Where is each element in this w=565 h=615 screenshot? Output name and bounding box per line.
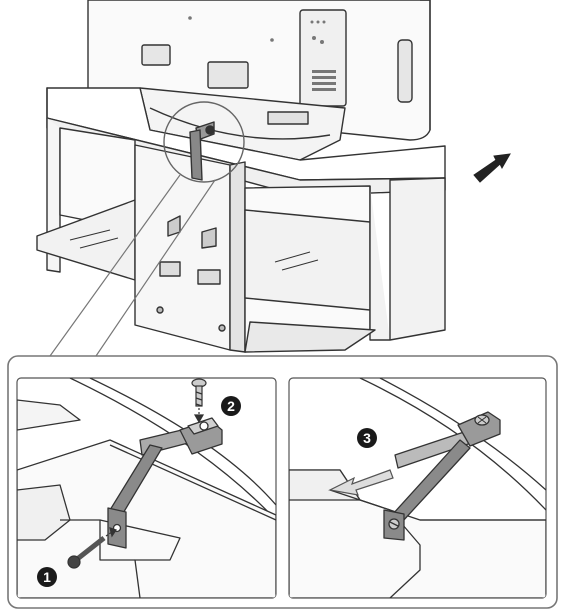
step-badge-2: 2: [221, 396, 241, 416]
inset-step-3: [289, 378, 546, 598]
tv-stand-scene: [37, 0, 445, 356]
tv-port: [142, 45, 170, 65]
glass-shelf-right: [245, 210, 370, 310]
step-number: 1: [43, 569, 51, 585]
step-number: 2: [227, 398, 235, 414]
step-badge-1: 1: [37, 567, 57, 587]
stand-right-cabinet: [245, 178, 445, 352]
step-number: 3: [363, 430, 371, 446]
stand-left-cabinet: [37, 118, 135, 280]
tv-connector-panel: [300, 10, 346, 106]
step-badge-3: 3: [357, 428, 377, 448]
tv-port: [208, 62, 248, 88]
arrow-icon: [474, 154, 510, 182]
stand-center-divider: [135, 145, 245, 352]
